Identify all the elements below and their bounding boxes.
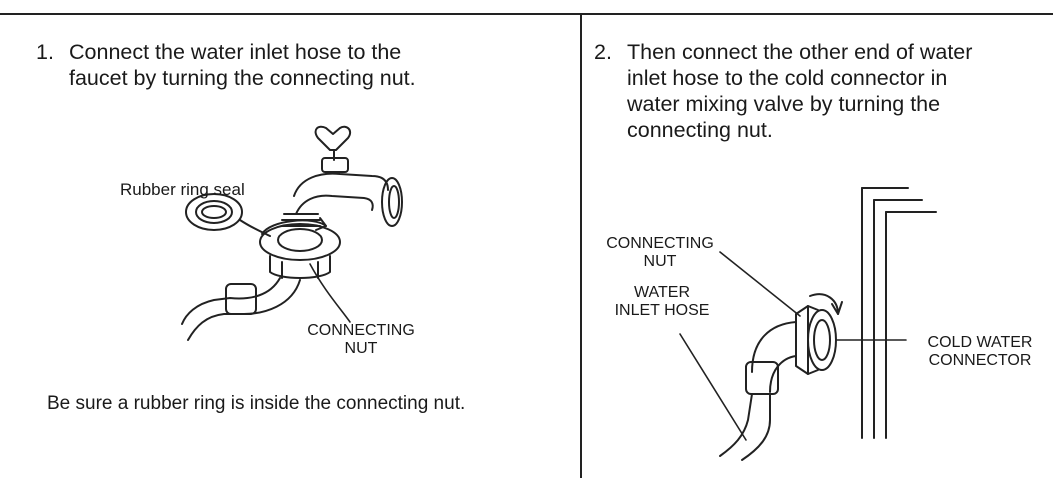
water-inlet-hose-label: WATER INLET HOSE (614, 284, 710, 319)
connecting-nut-label-2: CONNECTING NUT (606, 235, 714, 270)
cold-water-connector-label: COLD WATER CONNECTOR (927, 334, 1033, 369)
step-2-number: 2. (594, 40, 612, 64)
connecting-nut-label-1: CONNECTING NUT (307, 322, 415, 357)
rubber-ring-note: Be sure a rubber ring is inside the conn… (47, 393, 466, 414)
rubber-ring-label: Rubber ring seal (120, 180, 245, 199)
step-1-number: 1. (36, 40, 54, 64)
step-1-text: Connect the water inlet hose to the fauc… (69, 40, 416, 90)
top-rule (0, 13, 1053, 15)
column-divider (580, 13, 582, 478)
step-2-text: Then connect the other end of water inle… (627, 40, 973, 142)
